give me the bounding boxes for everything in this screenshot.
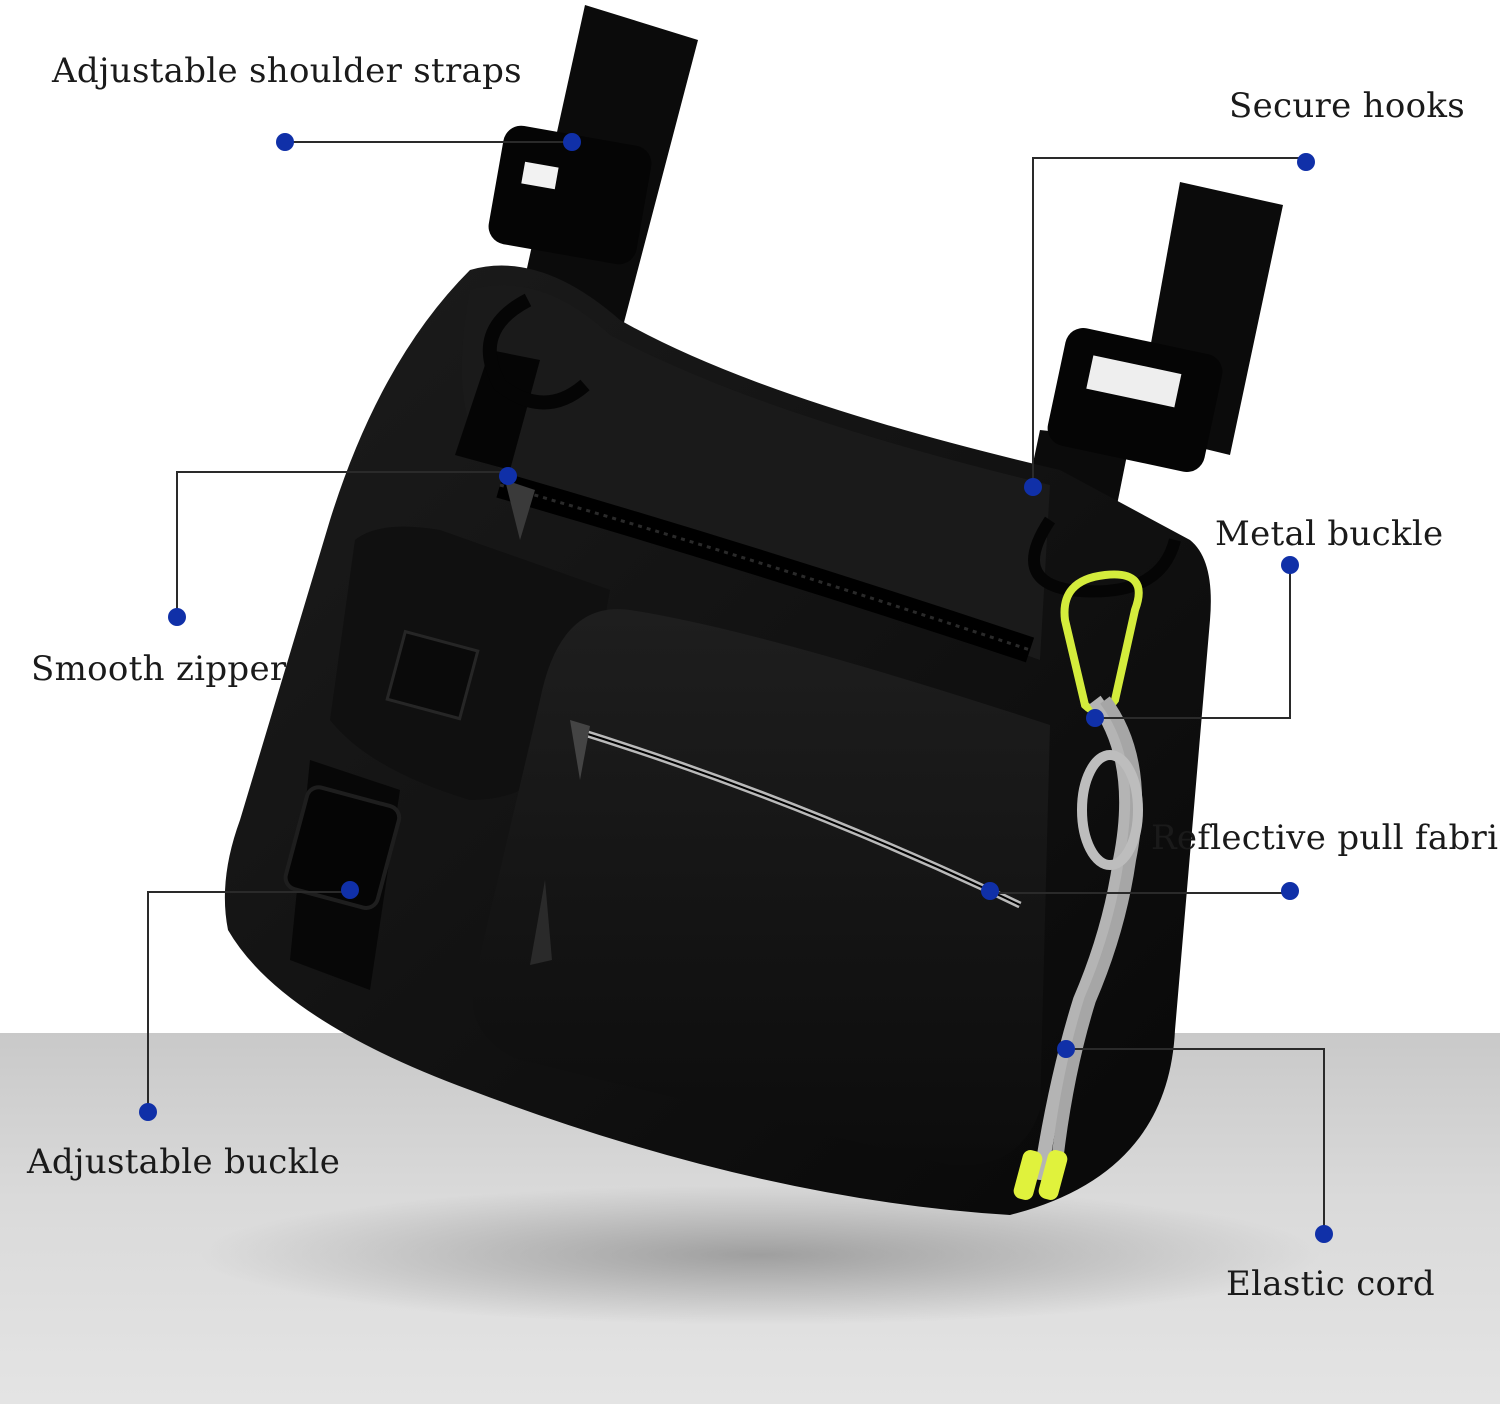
dot-metal-buckle-label bbox=[1281, 556, 1299, 574]
lower-strap bbox=[283, 760, 402, 990]
dot-reflective-fabric-label bbox=[1281, 882, 1299, 900]
label-secure-hooks: Secure hooks bbox=[1229, 86, 1466, 126]
dot-shoulder-straps-target bbox=[563, 133, 581, 151]
dot-smooth-zipper-label bbox=[168, 608, 186, 626]
dot-smooth-zipper-target bbox=[499, 467, 517, 485]
callout-lines bbox=[147, 141, 1325, 1234]
line-secure-hooks bbox=[1032, 157, 1306, 487]
callout-dots bbox=[139, 133, 1333, 1243]
reflective-zipper bbox=[530, 720, 1022, 965]
dot-elastic-cord-target bbox=[1057, 1040, 1075, 1058]
label-adjustable-buckle: Adjustable buckle bbox=[27, 1142, 341, 1182]
dot-shoulder-straps-label bbox=[276, 133, 294, 151]
line-metal-buckle bbox=[1095, 565, 1291, 719]
label-elastic-cord: Elastic cord bbox=[1226, 1264, 1435, 1304]
left-buckle-assembly bbox=[455, 125, 652, 470]
main-zipper bbox=[496, 472, 1035, 663]
dot-secure-hooks-target bbox=[1024, 478, 1042, 496]
dot-adjustable-buckle-target bbox=[341, 881, 359, 899]
dot-secure-hooks-label bbox=[1297, 153, 1315, 171]
velcro-patch bbox=[385, 629, 480, 721]
line-elastic-cord bbox=[1066, 1048, 1325, 1234]
label-smooth-zipper: Smooth zipper bbox=[31, 649, 287, 689]
dot-reflective-fabric-target bbox=[981, 882, 999, 900]
bag-shadow bbox=[200, 1185, 1320, 1325]
dot-adjustable-buckle-label bbox=[139, 1103, 157, 1121]
elastic-cord bbox=[1013, 695, 1143, 1200]
right-buckle-assembly bbox=[1028, 328, 1223, 598]
label-reflective-pull-fabric: Reflective pull fabric bbox=[1151, 818, 1500, 858]
label-shoulder-straps: Adjustable shoulder straps bbox=[52, 51, 522, 91]
dot-metal-buckle-target bbox=[1086, 709, 1104, 727]
front-pocket bbox=[471, 609, 1050, 1166]
line-smooth-zipper bbox=[176, 471, 510, 617]
dot-elastic-cord-label bbox=[1315, 1225, 1333, 1243]
label-metal-buckle: Metal buckle bbox=[1215, 514, 1444, 554]
line-adjustable-buckle bbox=[147, 891, 350, 1112]
